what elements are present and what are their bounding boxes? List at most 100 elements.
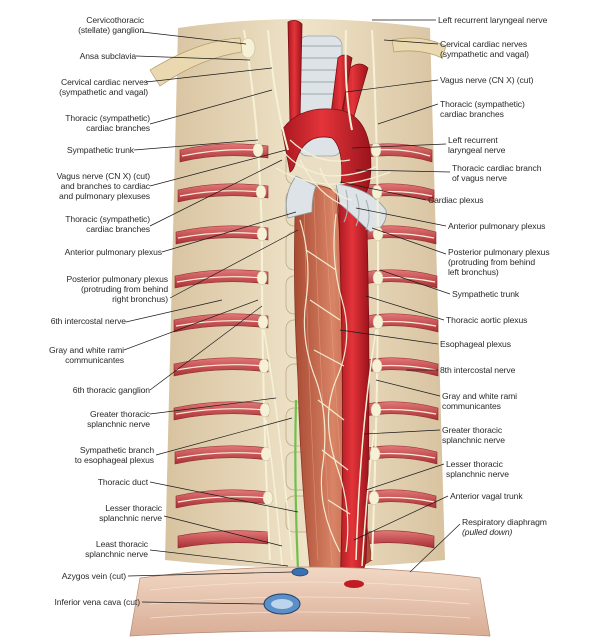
leader-ganglion-6: [149, 305, 263, 391]
bronchi: [285, 175, 387, 233]
leader-rami-right: [375, 379, 441, 397]
leader-intercostal-6: [125, 299, 223, 323]
diaphragm-fibers: [149, 581, 471, 619]
label-anterior-vagal-trunk: Anterior vagal trunk: [450, 491, 523, 501]
leader-thoracic-cardiac-vagus: [355, 169, 451, 173]
leader-anterior-pulmonary-right: [355, 207, 447, 227]
rib: [365, 489, 437, 509]
rib: [173, 401, 269, 421]
label-left-recurrent-laryngeal-1: Left recurrent laryngeal nerve: [438, 15, 548, 25]
label-thoracic-aortic-plexus: Thoracic aortic plexus: [446, 315, 528, 325]
label-greater-splanchnic-left: Greater thoracic splanchnic nerve: [87, 409, 150, 429]
label-anterior-pulmonary-plexus-left: Anterior pulmonary plexus: [64, 247, 162, 257]
label-thoracic-cardiac-branches-left-2: Thoracic (sympathetic) cardiac branches: [65, 214, 150, 234]
label-lesser-splanchnic-right: Lesser thoracic splanchnic nerve: [446, 459, 509, 479]
leader-greater-splanchnic-left: [149, 397, 277, 415]
label-ansa-subclavia: Ansa subclavia: [79, 51, 137, 61]
leader-thoracic-cardiac-right: [377, 103, 439, 125]
leader-rami-left: [123, 299, 259, 351]
label-sympathetic-branch-esophageal: Sympathetic branch to esophageal plexus: [74, 445, 154, 465]
label-cardiac-plexus: Cardiac plexus: [428, 195, 484, 205]
rib: [365, 445, 438, 465]
label-cervical-cardiac-nerves-left: Cervical cardiac nerves (sympathetic and…: [59, 77, 148, 97]
label-esophageal-plexus: Esophageal plexus: [440, 339, 511, 349]
azygos-vein-cut: [291, 567, 309, 577]
sympathetic-trunks: [243, 29, 380, 561]
right-bronchus: [285, 175, 317, 219]
rib: [365, 401, 439, 421]
leader-sympathetic-trunk-left: [133, 139, 259, 151]
leader-anterior-vagal-trunk: [353, 495, 449, 541]
label-cervical-cardiac-nerves-right: Cervical cardiac nerves (sympathetic and…: [440, 39, 529, 59]
leader-diaphragm: [409, 523, 461, 573]
label-left-recurrent-laryngeal-2: Left recurrent laryngeal nerve: [448, 135, 506, 155]
leader-thoracic-aortic-plexus: [365, 295, 445, 321]
label-cervicothoracic-ganglion: Cervicothoracic (stellate) ganglion: [78, 15, 144, 35]
label-sympathetic-trunk-right: Sympathetic trunk: [452, 289, 520, 299]
label-6th-thoracic-ganglion: 6th thoracic ganglion: [72, 385, 150, 395]
label-thoracic-cardiac-branch-vagus: Thoracic cardiac branch of vagus nerve: [452, 163, 542, 183]
label-greater-splanchnic-right: Greater thoracic splanchnic nerve: [442, 425, 505, 445]
label-least-splanchnic: Least thoracic splanchnic nerve: [85, 539, 148, 559]
label-anterior-pulmonary-plexus-right: Anterior pulmonary plexus: [448, 221, 546, 231]
label-8th-intercostal-nerve: 8th intercostal nerve: [440, 365, 516, 375]
thoracic-duct: [294, 399, 300, 571]
leader-lines: [123, 19, 461, 605]
label-thoracic-duct: Thoracic duct: [97, 477, 148, 487]
label-sympathetic-trunk-left: Sympathetic trunk: [66, 145, 134, 155]
rib: [173, 313, 269, 333]
rib: [177, 183, 269, 203]
leader-cervical-cardiac-left: [145, 67, 273, 83]
label-posterior-pulmonary-plexus-right: Posterior pulmonary plexus (protruding f…: [448, 247, 550, 277]
leader-greater-splanchnic-right: [363, 429, 441, 435]
leader-cervical-cardiac-right: [383, 39, 439, 45]
leader-vagus-right: [345, 79, 439, 93]
label-posterior-pulmonary-plexus-left: Posterior pulmonary plexus (protruding f…: [66, 274, 168, 304]
label-vagus-nerve-right: Vagus nerve (CN X) (cut): [440, 75, 534, 85]
label-azygos-vein: Azygos vein (cut): [61, 571, 126, 581]
clavicle: [149, 37, 243, 87]
leader-sympathetic-branch-esoph: [155, 417, 293, 456]
label-respiratory-diaphragm: Respiratory diaphragm: [462, 517, 547, 527]
label-gray-white-rami-right: Gray and white rami communicantes: [442, 391, 517, 411]
label-inferior-vena-cava: Inferior vena cava (cut): [54, 597, 141, 607]
inferior-vena-cava-cut: [263, 593, 301, 615]
label-lesser-splanchnic-left: Lesser thoracic splanchnic nerve: [99, 503, 162, 523]
ribs-left: [173, 143, 269, 549]
label-diaphragm-pulled-down: (pulled down): [462, 527, 513, 537]
leader-thoracic-cardiac-left-2: [149, 159, 283, 227]
leader-lesser-splanchnic-left: [163, 515, 283, 547]
rib: [179, 143, 269, 163]
leader-anterior-pulmonary-left: [161, 211, 297, 253]
leader-vagus-left: [149, 149, 287, 187]
leader-esophageal-plexus: [339, 329, 439, 345]
label-vagus-nerve-left: Vagus nerve (CN X) (cut) and branches to…: [56, 171, 151, 201]
left-bronchus: [335, 183, 387, 233]
leader-cardiac-plexus: [339, 181, 427, 201]
esophageal-plexus-network: [299, 213, 351, 553]
leader-least-splanchnic: [149, 549, 289, 567]
leader-posterior-pulmonary-right: [371, 227, 447, 255]
rib: [365, 530, 435, 549]
leader-cervicothoracic: [141, 31, 247, 45]
cardiac-plexus-network: [275, 139, 391, 207]
label-gray-white-rami-left: Gray and white rami communicantes: [49, 345, 124, 365]
leader-thoracic-cardiac-left-1: [149, 89, 273, 125]
leader-lesser-splanchnic-right: [365, 463, 445, 491]
splanchnic-nerves: [263, 329, 377, 567]
leader-ansa: [135, 55, 251, 61]
aorta-cut-end: [344, 580, 364, 588]
leader-sympathetic-trunk-right: [379, 269, 451, 295]
rib: [173, 357, 269, 377]
vagus-nerves: [267, 29, 353, 151]
label-thoracic-cardiac-branches-right: Thoracic (sympathetic) cardiac branches: [440, 99, 525, 119]
leader-ivc: [141, 601, 265, 605]
leader-posterior-pulmonary-left: [169, 229, 299, 299]
rib: [175, 225, 269, 245]
first-rib-right: [391, 37, 447, 59]
leader-thoracic-duct: [149, 481, 299, 513]
label-thoracic-cardiac-branches-left-1: Thoracic (sympathetic) cardiac branches: [65, 113, 150, 133]
label-6th-intercostal-nerve: 6th intercostal nerve: [50, 316, 126, 326]
